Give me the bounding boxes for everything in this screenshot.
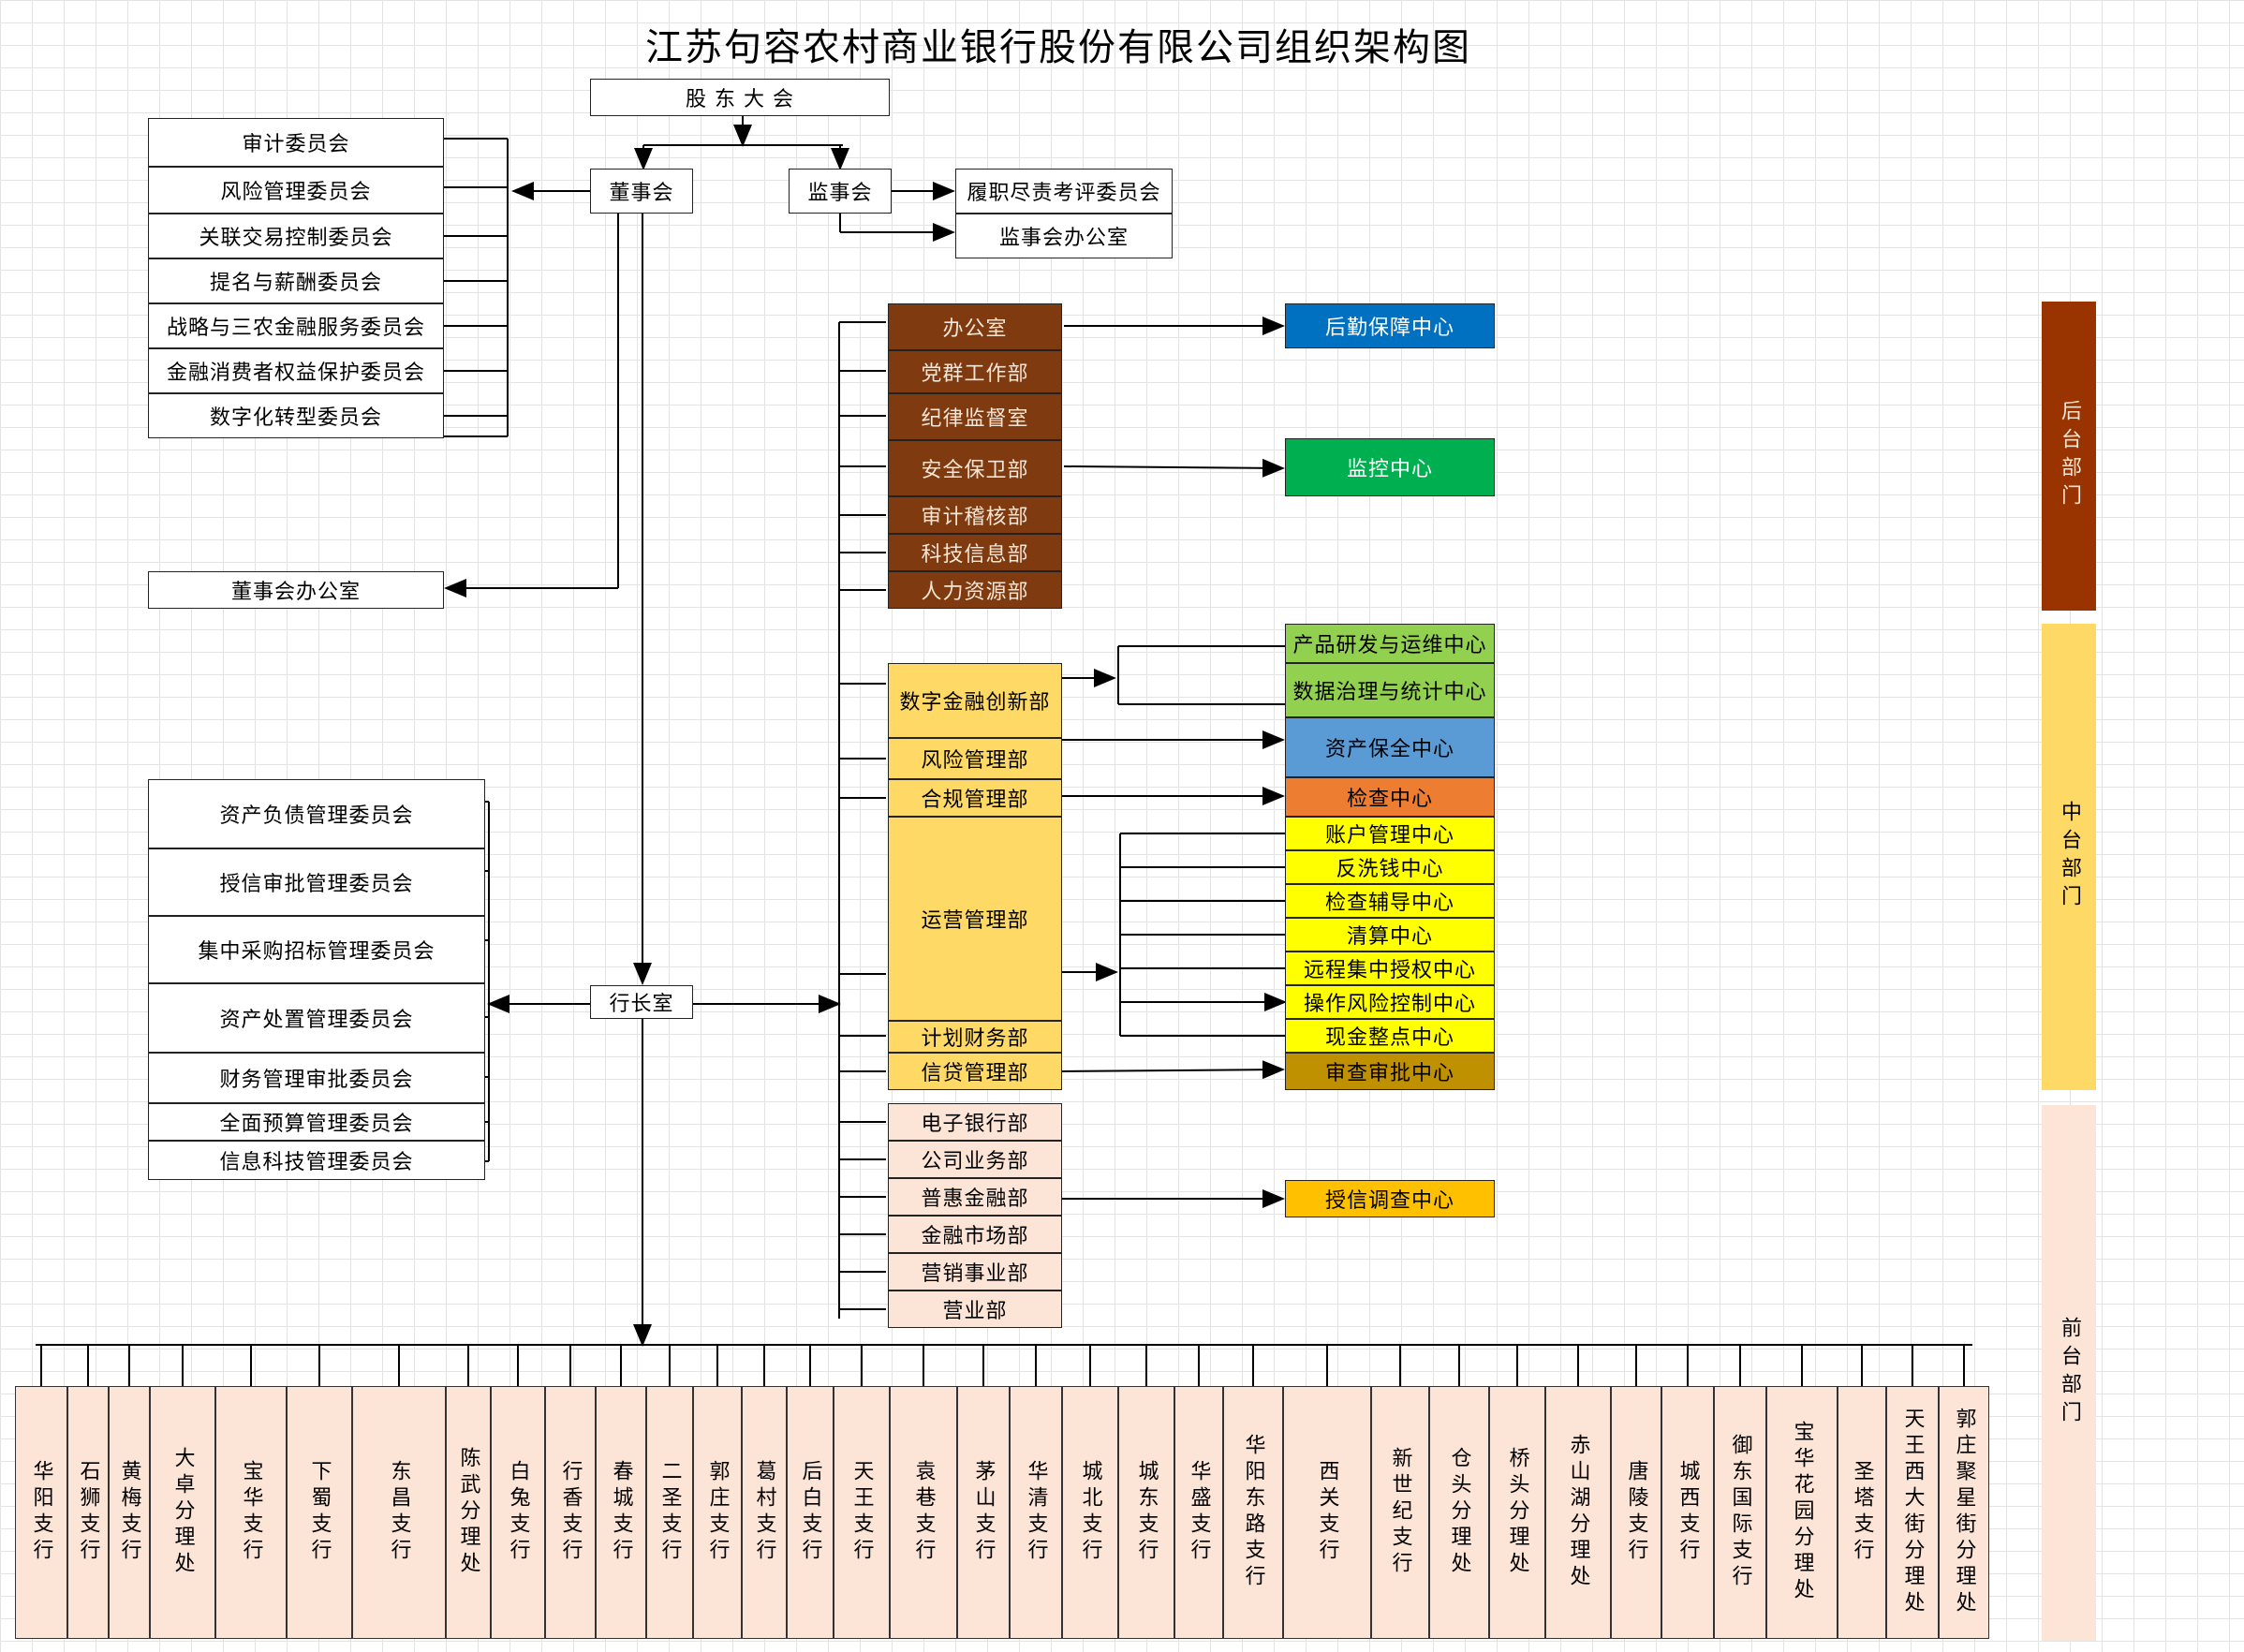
branch-11: 二圣支行	[646, 1386, 693, 1639]
back-dept-2: 纪律监督室	[888, 393, 1062, 440]
front-dept-1: 公司业务部	[888, 1141, 1062, 1178]
branch-19: 城北支行	[1062, 1386, 1118, 1639]
branch-31: 宝华花园分理处	[1766, 1386, 1838, 1639]
branch-29: 城西支行	[1661, 1386, 1714, 1639]
branch-32: 圣塔支行	[1838, 1386, 1886, 1639]
branch-16: 袁巷支行	[890, 1386, 957, 1639]
branch-24: 新世纪支行	[1371, 1386, 1429, 1639]
branch-4: 宝华支行	[215, 1386, 287, 1639]
center-ops-1: 反洗钱中心	[1285, 850, 1495, 884]
front-dept-4: 营销事业部	[888, 1253, 1062, 1291]
center-ops-5: 操作风险控制中心	[1285, 985, 1495, 1019]
center-ops-4: 远程集中授权中心	[1285, 951, 1495, 985]
branch-5: 下蜀支行	[287, 1386, 352, 1639]
mid-dept-1: 风险管理部	[888, 738, 1062, 779]
board-committee-1: 风险管理委员会	[148, 167, 444, 214]
board-committee-4: 战略与三农金融服务委员会	[148, 303, 444, 348]
branch-33: 天王西大街分理处	[1886, 1386, 1939, 1639]
front-dept-2: 普惠金融部	[888, 1178, 1062, 1216]
center-monitor: 监控中心	[1285, 438, 1495, 496]
branch-20: 城东支行	[1118, 1386, 1174, 1639]
center-ops-3: 清算中心	[1285, 918, 1495, 951]
president-box: 行长室	[590, 985, 693, 1019]
branch-10: 春城支行	[596, 1386, 646, 1639]
center-data: 数据治理与统计中心	[1285, 663, 1495, 717]
board-committee-5: 金融消费者权益保护委员会	[148, 348, 444, 393]
branch-26: 桥头分理处	[1489, 1386, 1545, 1639]
branch-23: 西关支行	[1283, 1386, 1371, 1639]
supervisor-unit-1: 监事会办公室	[955, 214, 1173, 258]
president-committee-1: 授信审批管理委员会	[148, 848, 485, 916]
shareholders-box: 股 东 大 会	[590, 79, 890, 116]
branch-9: 行香支行	[545, 1386, 596, 1639]
branch-8: 白兔支行	[491, 1386, 545, 1639]
supervisors-box: 监事会	[789, 169, 892, 214]
supervisor-unit-0: 履职尽责考评委员会	[955, 169, 1173, 214]
branch-17: 茅山支行	[957, 1386, 1010, 1639]
board-committee-6: 数字化转型委员会	[148, 393, 444, 438]
chart-title: 江苏句容农村商业银行股份有限公司组织架构图	[645, 26, 1471, 69]
branch-12: 郭庄支行	[693, 1386, 742, 1639]
center-review: 审查审批中心	[1285, 1053, 1495, 1090]
center-product: 产品研发与运维中心	[1285, 624, 1495, 663]
branch-13: 葛村支行	[742, 1386, 787, 1639]
front-dept-3: 金融市场部	[888, 1216, 1062, 1253]
back-dept-4: 审计稽核部	[888, 496, 1062, 534]
branch-25: 仓头分理处	[1429, 1386, 1489, 1639]
branch-3: 大卓分理处	[150, 1386, 215, 1639]
front-dept-0: 电子银行部	[888, 1103, 1062, 1141]
president-committee-3: 资产处置管理委员会	[148, 983, 485, 1053]
back-dept-6: 人力资源部	[888, 571, 1062, 609]
band-mid: 中台部门	[2042, 624, 2096, 1090]
president-committee-2: 集中采购招标管理委员会	[148, 916, 485, 983]
mid-dept-4: 计划财务部	[888, 1021, 1062, 1053]
branch-30: 御东国际支行	[1714, 1386, 1766, 1639]
mid-dept-5: 信贷管理部	[888, 1053, 1062, 1090]
mid-dept-2: 合规管理部	[888, 779, 1062, 817]
president-committee-5: 全面预算管理委员会	[148, 1103, 485, 1141]
branch-2: 黄梅支行	[109, 1386, 150, 1639]
center-ops-2: 检查辅导中心	[1285, 884, 1495, 918]
front-dept-5: 营业部	[888, 1291, 1062, 1328]
branch-28: 唐陵支行	[1611, 1386, 1661, 1639]
branch-0: 华阳支行	[15, 1386, 67, 1639]
band-back: 后台部门	[2042, 302, 2096, 611]
branch-1: 石狮支行	[67, 1386, 109, 1639]
center-credit: 授信调查中心	[1285, 1180, 1495, 1217]
branch-21: 华盛支行	[1174, 1386, 1223, 1639]
center-ops-6: 现金整点中心	[1285, 1019, 1495, 1053]
board-committee-0: 审计委员会	[148, 118, 444, 167]
mid-dept-0: 数字金融创新部	[888, 663, 1062, 738]
back-dept-5: 科技信息部	[888, 534, 1062, 571]
back-dept-1: 党群工作部	[888, 350, 1062, 393]
branch-18: 华清支行	[1010, 1386, 1062, 1639]
branch-7: 陈武分理处	[446, 1386, 491, 1639]
branch-22: 华阳东路支行	[1223, 1386, 1283, 1639]
mid-dept-3: 运营管理部	[888, 817, 1062, 1021]
board-committee-2: 关联交易控制委员会	[148, 214, 444, 258]
board-committee-3: 提名与薪酬委员会	[148, 258, 444, 303]
center-inspect: 检查中心	[1285, 777, 1495, 817]
band-front: 前台部门	[2042, 1105, 2096, 1641]
back-dept-0: 办公室	[888, 303, 1062, 350]
president-committee-0: 资产负债管理委员会	[148, 779, 485, 848]
branch-6: 东昌支行	[352, 1386, 446, 1639]
center-logistics: 后勤保障中心	[1285, 303, 1495, 348]
branch-34: 郭庄聚星街分理处	[1939, 1386, 1989, 1639]
branch-27: 赤山湖分理处	[1545, 1386, 1611, 1639]
center-asset: 资产保全中心	[1285, 717, 1495, 777]
president-committee-6: 信息科技管理委员会	[148, 1141, 485, 1180]
back-dept-3: 安全保卫部	[888, 440, 1062, 496]
branch-14: 后白支行	[787, 1386, 834, 1639]
board-box: 董事会	[590, 169, 693, 214]
branch-15: 天王支行	[834, 1386, 890, 1639]
president-committee-4: 财务管理审批委员会	[148, 1053, 485, 1103]
board-office-box: 董事会办公室	[148, 571, 444, 609]
center-ops-0: 账户管理中心	[1285, 817, 1495, 850]
